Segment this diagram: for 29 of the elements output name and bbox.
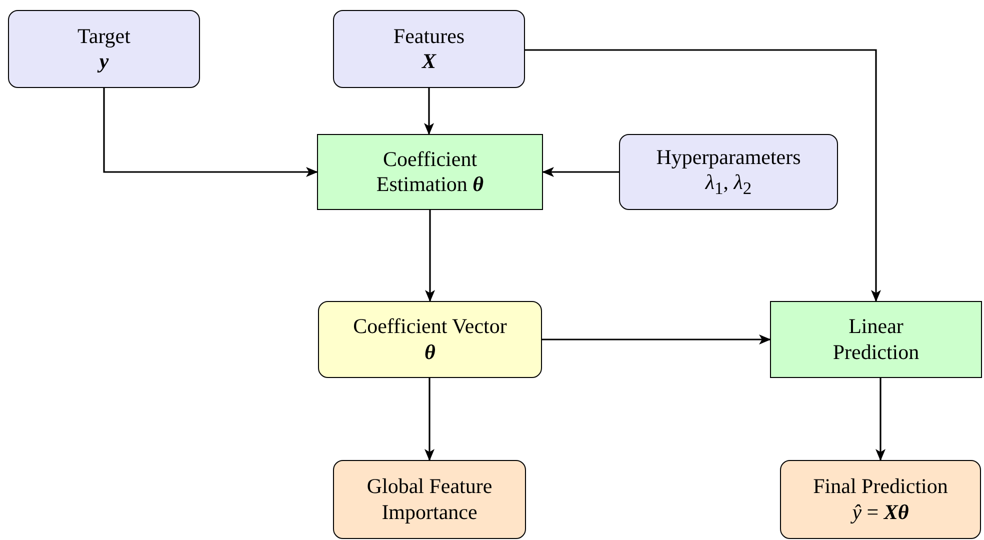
node-label: X [422, 49, 436, 74]
node-label: Final Prediction [813, 474, 948, 500]
input-box [8, 10, 200, 88]
arrow [103, 88, 318, 177]
output-box [333, 460, 526, 539]
arrow [542, 167, 619, 177]
input-box [619, 134, 838, 210]
arrow [876, 378, 886, 461]
arrow [425, 210, 435, 302]
node-label: λ$_{1}$, λ$_{2}$ [705, 170, 752, 200]
node-label: Features [393, 24, 465, 49]
node-label: ŷ = Xθ [852, 500, 909, 525]
node-label: Target [78, 24, 130, 49]
node-label: Coefficient Estimation θ [375, 146, 485, 198]
node-label: θ [424, 340, 436, 365]
node-label: Global Feature Importance [366, 474, 494, 525]
vector-box [318, 301, 542, 378]
node-label: Hyperparameters [656, 144, 801, 170]
process-box [770, 301, 982, 378]
node-label: Coefficient Vector [353, 314, 507, 340]
arrow [424, 378, 434, 461]
arrow [542, 334, 771, 344]
output-box [780, 460, 981, 539]
input-box [333, 10, 525, 88]
arrow [424, 88, 434, 135]
node-label: y [99, 49, 109, 74]
process-box [317, 134, 543, 210]
arrow [525, 49, 881, 302]
node-label: Linear Prediction [832, 314, 920, 365]
